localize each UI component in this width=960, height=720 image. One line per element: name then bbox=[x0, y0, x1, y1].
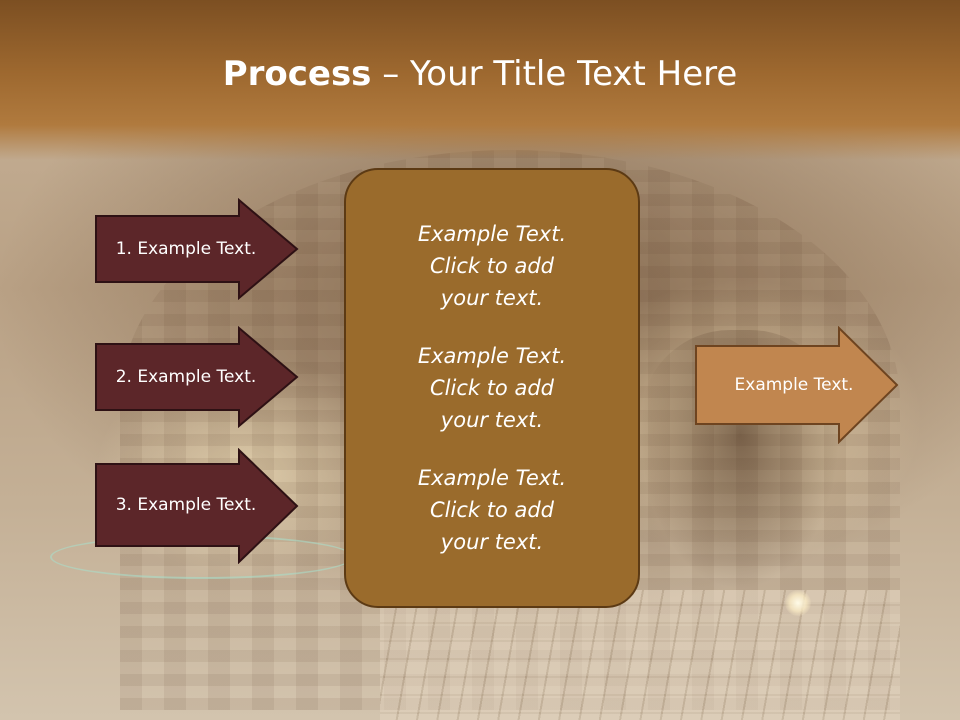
center-text-box[interactable]: Example Text. Click to add your text. Ex… bbox=[344, 168, 640, 608]
step-arrow-3-label: 3. Example Text. bbox=[115, 495, 257, 515]
arrow-shape bbox=[695, 326, 899, 444]
title-rest: – Your Title Text Here bbox=[371, 54, 738, 94]
step-arrow-2-label: 2. Example Text. bbox=[115, 367, 257, 387]
arrow-shape bbox=[95, 198, 299, 300]
title-bold: Process bbox=[222, 54, 372, 94]
arrow-shape bbox=[95, 448, 299, 564]
floor-lamp-light bbox=[785, 590, 811, 616]
center-paragraph-3: Example Text. Click to add your text. bbox=[417, 466, 567, 554]
step-arrow-1[interactable]: 1. Example Text. bbox=[94, 198, 300, 300]
center-paragraph-1: Example Text. Click to add your text. bbox=[417, 222, 567, 310]
step-arrow-1-label: 1. Example Text. bbox=[115, 239, 257, 259]
step-arrow-3[interactable]: 3. Example Text. bbox=[94, 448, 300, 564]
center-paragraph-2: Example Text. Click to add your text. bbox=[417, 344, 567, 432]
step-arrow-2[interactable]: 2. Example Text. bbox=[94, 326, 300, 428]
slide-title[interactable]: Process – Your Title Text Here bbox=[0, 52, 960, 96]
result-arrow[interactable]: Example Text. bbox=[694, 326, 900, 444]
result-arrow-label: Example Text. bbox=[734, 375, 854, 395]
header-band bbox=[0, 0, 960, 160]
paved-floor-background bbox=[380, 590, 900, 720]
arrow-shape bbox=[95, 326, 299, 428]
